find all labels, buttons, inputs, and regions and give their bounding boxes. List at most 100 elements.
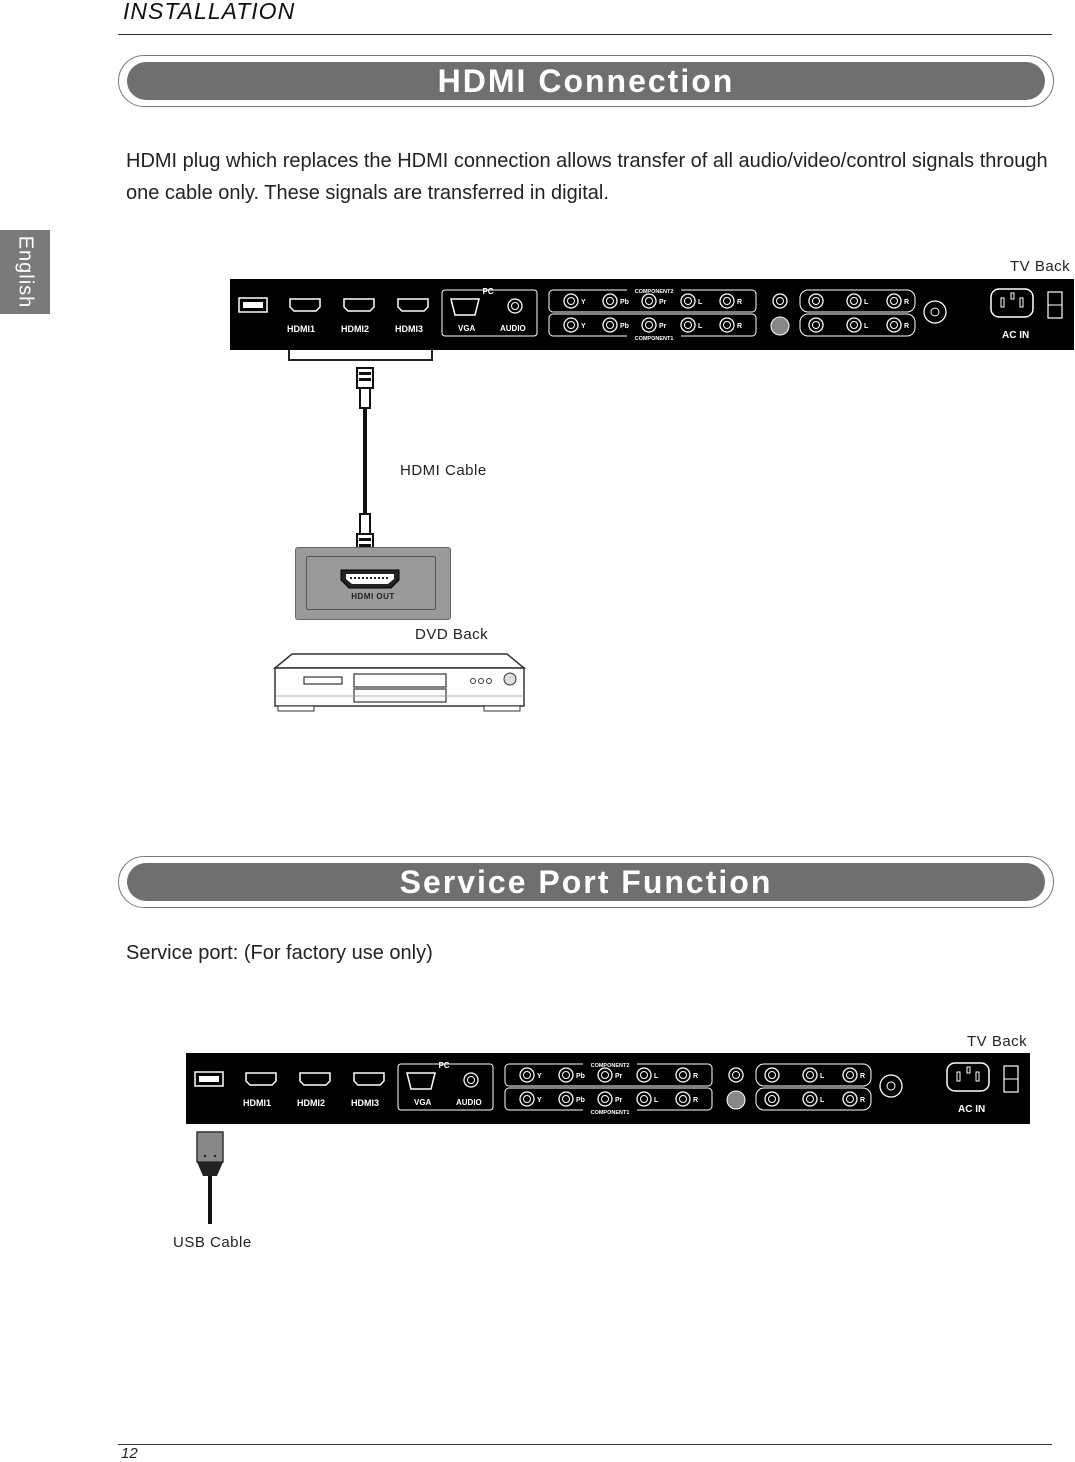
component-jack-label: R (693, 1073, 698, 1080)
section-heading: INSTALLATION (123, 0, 296, 24)
usb-cable (196, 1131, 224, 1224)
hdmi-port-label: HDMI2 (341, 324, 369, 334)
av-audio-jack-icon (842, 1067, 858, 1083)
av-audio-jack-icon (802, 1091, 818, 1107)
component2-label: COMPONENT2 (591, 1063, 630, 1069)
hdmi-port-label: HDMI1 (243, 1098, 271, 1108)
component-jack-icon (680, 317, 696, 333)
s-video-port-icon (770, 316, 790, 336)
av-audio-jack-icon (802, 1067, 818, 1083)
hdmi-port-icon (245, 1072, 277, 1086)
usb-cable-label: USB Cable (173, 1234, 252, 1251)
component-jack-icon (641, 293, 657, 309)
component-jack-label: Y (537, 1097, 542, 1104)
ac-in-socket-icon (946, 1062, 990, 1092)
component-jack-icon (641, 317, 657, 333)
service-description: Service port: (For factory use only) (126, 942, 433, 964)
component-jack-icon (597, 1091, 613, 1107)
hdmi-port-label: HDMI3 (395, 324, 423, 334)
component-jack-icon (719, 317, 735, 333)
hdmi-out-label: HDMI OUT (351, 592, 395, 601)
component-jack-icon (636, 1067, 652, 1083)
ac-in-label: AC IN (958, 1104, 985, 1115)
av-jack-label: R (904, 299, 909, 306)
component-jack-icon (558, 1067, 574, 1083)
pc-group (441, 289, 538, 337)
av-audio-jack-icon (886, 293, 902, 309)
component-jack-label: Pb (620, 323, 629, 330)
av-group (799, 289, 916, 313)
usb-port-icon (194, 1071, 224, 1087)
rf-antenna-icon (923, 300, 947, 324)
av-group (755, 1063, 872, 1087)
component-jack-label: Pb (576, 1073, 585, 1080)
av-group (755, 1087, 872, 1111)
hdmi-out-port-icon (340, 569, 400, 589)
av-jack-label: L (820, 1073, 825, 1080)
component-jack-icon (680, 293, 696, 309)
component-jack-icon (636, 1091, 652, 1107)
tv-back-label-2: TV Back (967, 1033, 1028, 1050)
service-section-banner: Service Port Function (118, 856, 1054, 908)
component-jack-label: R (737, 299, 742, 306)
audio-label: AUDIO (500, 324, 526, 333)
component-jack-label: Pr (659, 323, 667, 330)
hdmi-port-icon (397, 298, 429, 312)
pc-group (397, 1063, 494, 1111)
component-jack-label: Pr (615, 1073, 623, 1080)
tv-back-label: TV Back (1010, 258, 1071, 275)
service-section-title: Service Port Function (399, 863, 773, 900)
av-jack-label: R (904, 323, 909, 330)
component-jack-label: Pb (576, 1097, 585, 1104)
av-audio-jack-icon (842, 1091, 858, 1107)
vga-port-icon (450, 298, 480, 316)
component-jack-label: Y (537, 1073, 542, 1080)
hdmi-port-label: HDMI3 (351, 1098, 379, 1108)
vga-label: VGA (458, 324, 476, 333)
component2-label: COMPONENT2 (635, 289, 674, 295)
component-jack-icon (558, 1091, 574, 1107)
component-jack-icon (519, 1067, 535, 1083)
av-jack-label: R (860, 1073, 865, 1080)
usb-port-icon (238, 297, 268, 313)
hdmi-port-icon (343, 298, 375, 312)
component-jack-icon (519, 1091, 535, 1107)
component-jack-label: L (698, 299, 703, 306)
vga-port-icon (406, 1072, 436, 1090)
hdmi-cable (288, 350, 433, 555)
composite-jack-icon (728, 1067, 744, 1083)
hdmi-port-label: HDMI1 (287, 324, 315, 334)
hdmi-port-icon (353, 1072, 385, 1086)
footer-rule (118, 1444, 1052, 1445)
dvd-player-icon (272, 653, 527, 712)
component-jack-icon (675, 1067, 691, 1083)
av-jack-label: L (820, 1097, 825, 1104)
dvd-back-plate: HDMI OUT (295, 547, 451, 620)
av-jack-label: R (860, 1097, 865, 1104)
header-rule (118, 34, 1052, 35)
component-jack-label: R (693, 1097, 698, 1104)
ac-in-socket-icon (990, 288, 1034, 318)
component-jack-icon (597, 1067, 613, 1083)
av-audio-jack-icon (846, 317, 862, 333)
pc-label: PC (438, 1061, 449, 1070)
hdmi-cable-label: HDMI Cable (400, 462, 487, 479)
hdmi-port-label: HDMI2 (297, 1098, 325, 1108)
audio-label: AUDIO (456, 1098, 482, 1107)
av-video-jack-icon (764, 1091, 780, 1107)
av-video-jack-icon (808, 317, 824, 333)
component-jack-icon (563, 293, 579, 309)
component1-label: COMPONENT1 (591, 1110, 630, 1116)
av-video-jack-icon (764, 1067, 780, 1083)
component1-label: COMPONENT1 (635, 336, 674, 342)
s-video-port-icon (726, 1090, 746, 1110)
language-tab: English (0, 230, 50, 314)
component-jack-label: L (654, 1073, 659, 1080)
component-jack-label: Pb (620, 299, 629, 306)
component-jack-label: R (737, 323, 742, 330)
ac-in-label: AC IN (1002, 330, 1029, 341)
rf-antenna-icon (879, 1074, 903, 1098)
av-group (799, 313, 916, 337)
